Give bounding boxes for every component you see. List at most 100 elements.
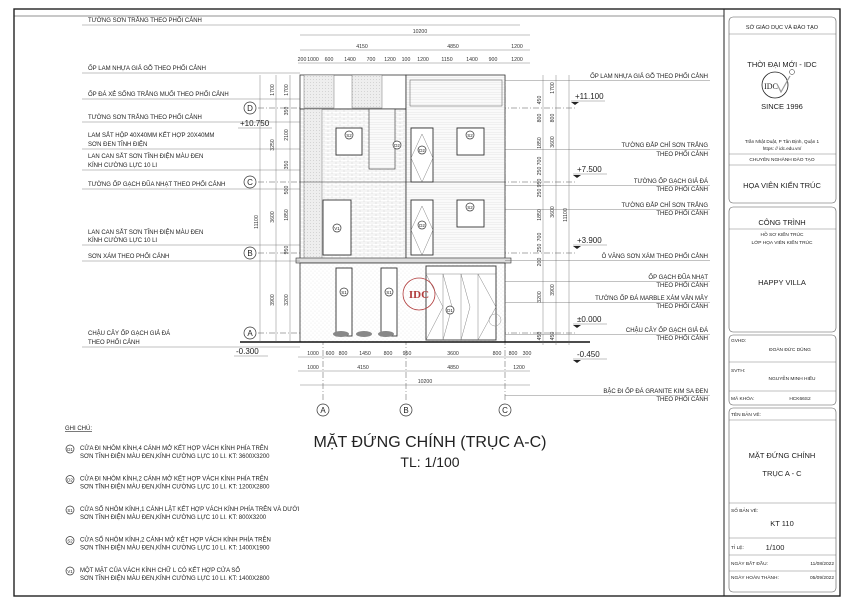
dimension-label: 600 [326, 351, 335, 357]
tb-box-people [728, 334, 837, 406]
window-tag-label: S2 [467, 205, 473, 210]
note-tag [65, 536, 75, 545]
dimension-label: 250 [537, 244, 543, 253]
note-line-1: CỬA ĐI NHÔM KÍNH,4 CÁNH MỞ KẾT HỢP VÁCH … [80, 444, 268, 452]
right-note-text: TƯỜNG ỐP ĐÁ MARBLE XÁM VÂN MÂY [595, 295, 708, 302]
level-triangle-icon [571, 102, 579, 105]
dimension-label: 950 [537, 179, 543, 188]
dimension-label: 3200 [284, 294, 290, 306]
left-note-text: LAN CAN SẮT SƠN TĨNH ĐIỆN MÀU ĐEN [88, 228, 203, 236]
note-tag [65, 566, 75, 576]
scale: 1/100 [766, 543, 785, 552]
note-line-2: SƠN TĨNH ĐIỆN MÀU ĐEN,KÍNH CƯỜNG LỰC 10 … [80, 574, 270, 582]
grid-label: C [502, 406, 508, 415]
note-tag [65, 505, 75, 515]
grid-bubble [316, 403, 330, 417]
dimension-label: 800 [537, 114, 543, 123]
window-tag-label: S1 [386, 290, 392, 295]
dimension-label: 700 [367, 57, 376, 63]
dimension-label: 700 [537, 157, 543, 166]
left-note-text: LAM SẮT HỘP 40X40MM KẾT HỢP 20X40MM [88, 131, 214, 139]
dimension-label: 450 [537, 332, 543, 341]
left-note-text: TƯỜNG ỐP GẠCH ĐŨA NHẠT THEO PHỐI CẢNH [88, 181, 225, 188]
dimension-label: 200 [298, 57, 307, 63]
right-note-text: THEO PHỐI CẢNH [656, 335, 708, 342]
dimension-label: 1200 [417, 57, 429, 63]
level-mark: +7.500 [577, 165, 602, 174]
left-note-text: SƠN ĐEN TĨNH ĐIỆN [88, 140, 147, 148]
right-note-text: ỐP LAM NHỰA GIẢ GỖ THEO PHỐI CẢNH [590, 73, 708, 80]
dimension-label: 450 [537, 96, 543, 105]
canopy [295, 257, 512, 264]
dimension-label: 1000 [307, 57, 319, 63]
window-tag [332, 223, 342, 233]
left-note-text: THEO PHỐI CẢNH [88, 339, 140, 346]
dimension-label: 3200 [537, 291, 543, 303]
end-label: NGÀY HOÀN THÀNH: [731, 574, 779, 581]
grid-bubble [243, 246, 257, 260]
level-triangle-icon [573, 325, 581, 328]
grid-bubble [243, 326, 257, 340]
dimension-label: 3600 [550, 206, 556, 218]
drawing-title: MẶT ĐỨNG CHÍNH (TRỤC A-C) [314, 432, 547, 451]
left-note-text: KÍNH CƯỜNG LỰC 10 LI [88, 237, 157, 244]
notes-heading: GHI CHÚ: [65, 425, 92, 432]
right-note-text: THEO PHỐI CẢNH [656, 282, 708, 289]
dimension-label: 1700 [284, 84, 290, 96]
tree-icon [488, 313, 502, 327]
level-mark: +3.900 [577, 236, 602, 245]
right-note-text: THEO PHỐI CẢNH [656, 396, 708, 403]
start-date: 11/08/2022 [810, 561, 834, 567]
note-line-1: CỬA SỔ NHÔM KÍNH,1 CÁNH LẬT KẾT HỢP VÁCH… [80, 505, 299, 513]
left-note-text: SƠN XÁM THEO PHỐI CẢNH [88, 253, 169, 260]
gvhd: ĐOÀN ĐỨC DŨNG [769, 346, 811, 353]
grid-label: A [247, 329, 253, 338]
drawing-name-label: TÊN BẢN VẼ: [731, 410, 761, 418]
iron-louvers [368, 108, 396, 170]
stone-pillar [303, 108, 323, 263]
dimension-label: 3900 [550, 284, 556, 296]
project-name: HAPPY VILLA [758, 278, 806, 287]
tb-box-drawing [728, 407, 837, 593]
dimension-label: 500 [284, 186, 290, 195]
start-label: NGÀY BẮT ĐẦU: [731, 559, 768, 567]
drawing-name-1: MẶT ĐỨNG CHÍNH [749, 451, 816, 460]
window-tag-label: V1 [334, 226, 340, 231]
window-tag-label: D2 [394, 143, 400, 148]
dimension-label: 1850 [284, 209, 290, 221]
website-link: https: // idc.edu.vn/ [763, 146, 802, 151]
dimension-label: 1700 [550, 82, 556, 94]
major-label: CHUYÊN NGHÀNH ĐÀO TẠO [749, 155, 814, 163]
dimension-label: 1400 [344, 57, 356, 63]
grid-bubble [399, 403, 413, 417]
logo-text: IDC [764, 82, 778, 91]
dimension-label: 1700 [270, 84, 276, 96]
stone-cladding [351, 74, 383, 109]
svth-label: SVTH: [731, 368, 745, 374]
dimension-label: 10200 [418, 379, 433, 385]
planters [333, 331, 394, 337]
right-note-text: Ô VĂNG SƠN XÁM THEO PHỐI CẢNH [602, 253, 708, 260]
dimension-label: 1200 [511, 44, 523, 50]
grid-bubble [243, 101, 257, 115]
dimension-label: 800 [493, 351, 502, 357]
dimension-label: 1150 [441, 57, 452, 63]
wood-louvers [409, 79, 503, 107]
right-note-text: THEO PHỐI CẢNH [656, 210, 708, 217]
grid-label: D [247, 104, 253, 113]
window-tag [344, 130, 354, 140]
left-note-text: CHẬU CÂY ỐP GẠCH GIẢ ĐÁ [88, 330, 170, 337]
dimension-label: 1000 [307, 351, 319, 357]
note-line-1: MỘT MẶT CỦA VÁCH KÍNH CHỮ L CÓ KẾT HỢP C… [80, 567, 240, 574]
note-line-2: SƠN TĨNH ĐIỆN MÀU ĐEN,KÍNH CƯỜNG LỰC 10 … [80, 483, 270, 491]
dimension-label: 800 [550, 114, 556, 123]
note-tag [65, 475, 75, 484]
dimension-label: 950 [403, 351, 412, 357]
window-s1 [335, 267, 353, 337]
window-tag [384, 287, 394, 297]
dimension-label: 1200 [384, 57, 396, 63]
note-tag-label: D2 [67, 477, 73, 482]
left-note-text: TƯỜNG SƠN TRẮNG THEO PHỐI CẢNH [88, 113, 202, 121]
